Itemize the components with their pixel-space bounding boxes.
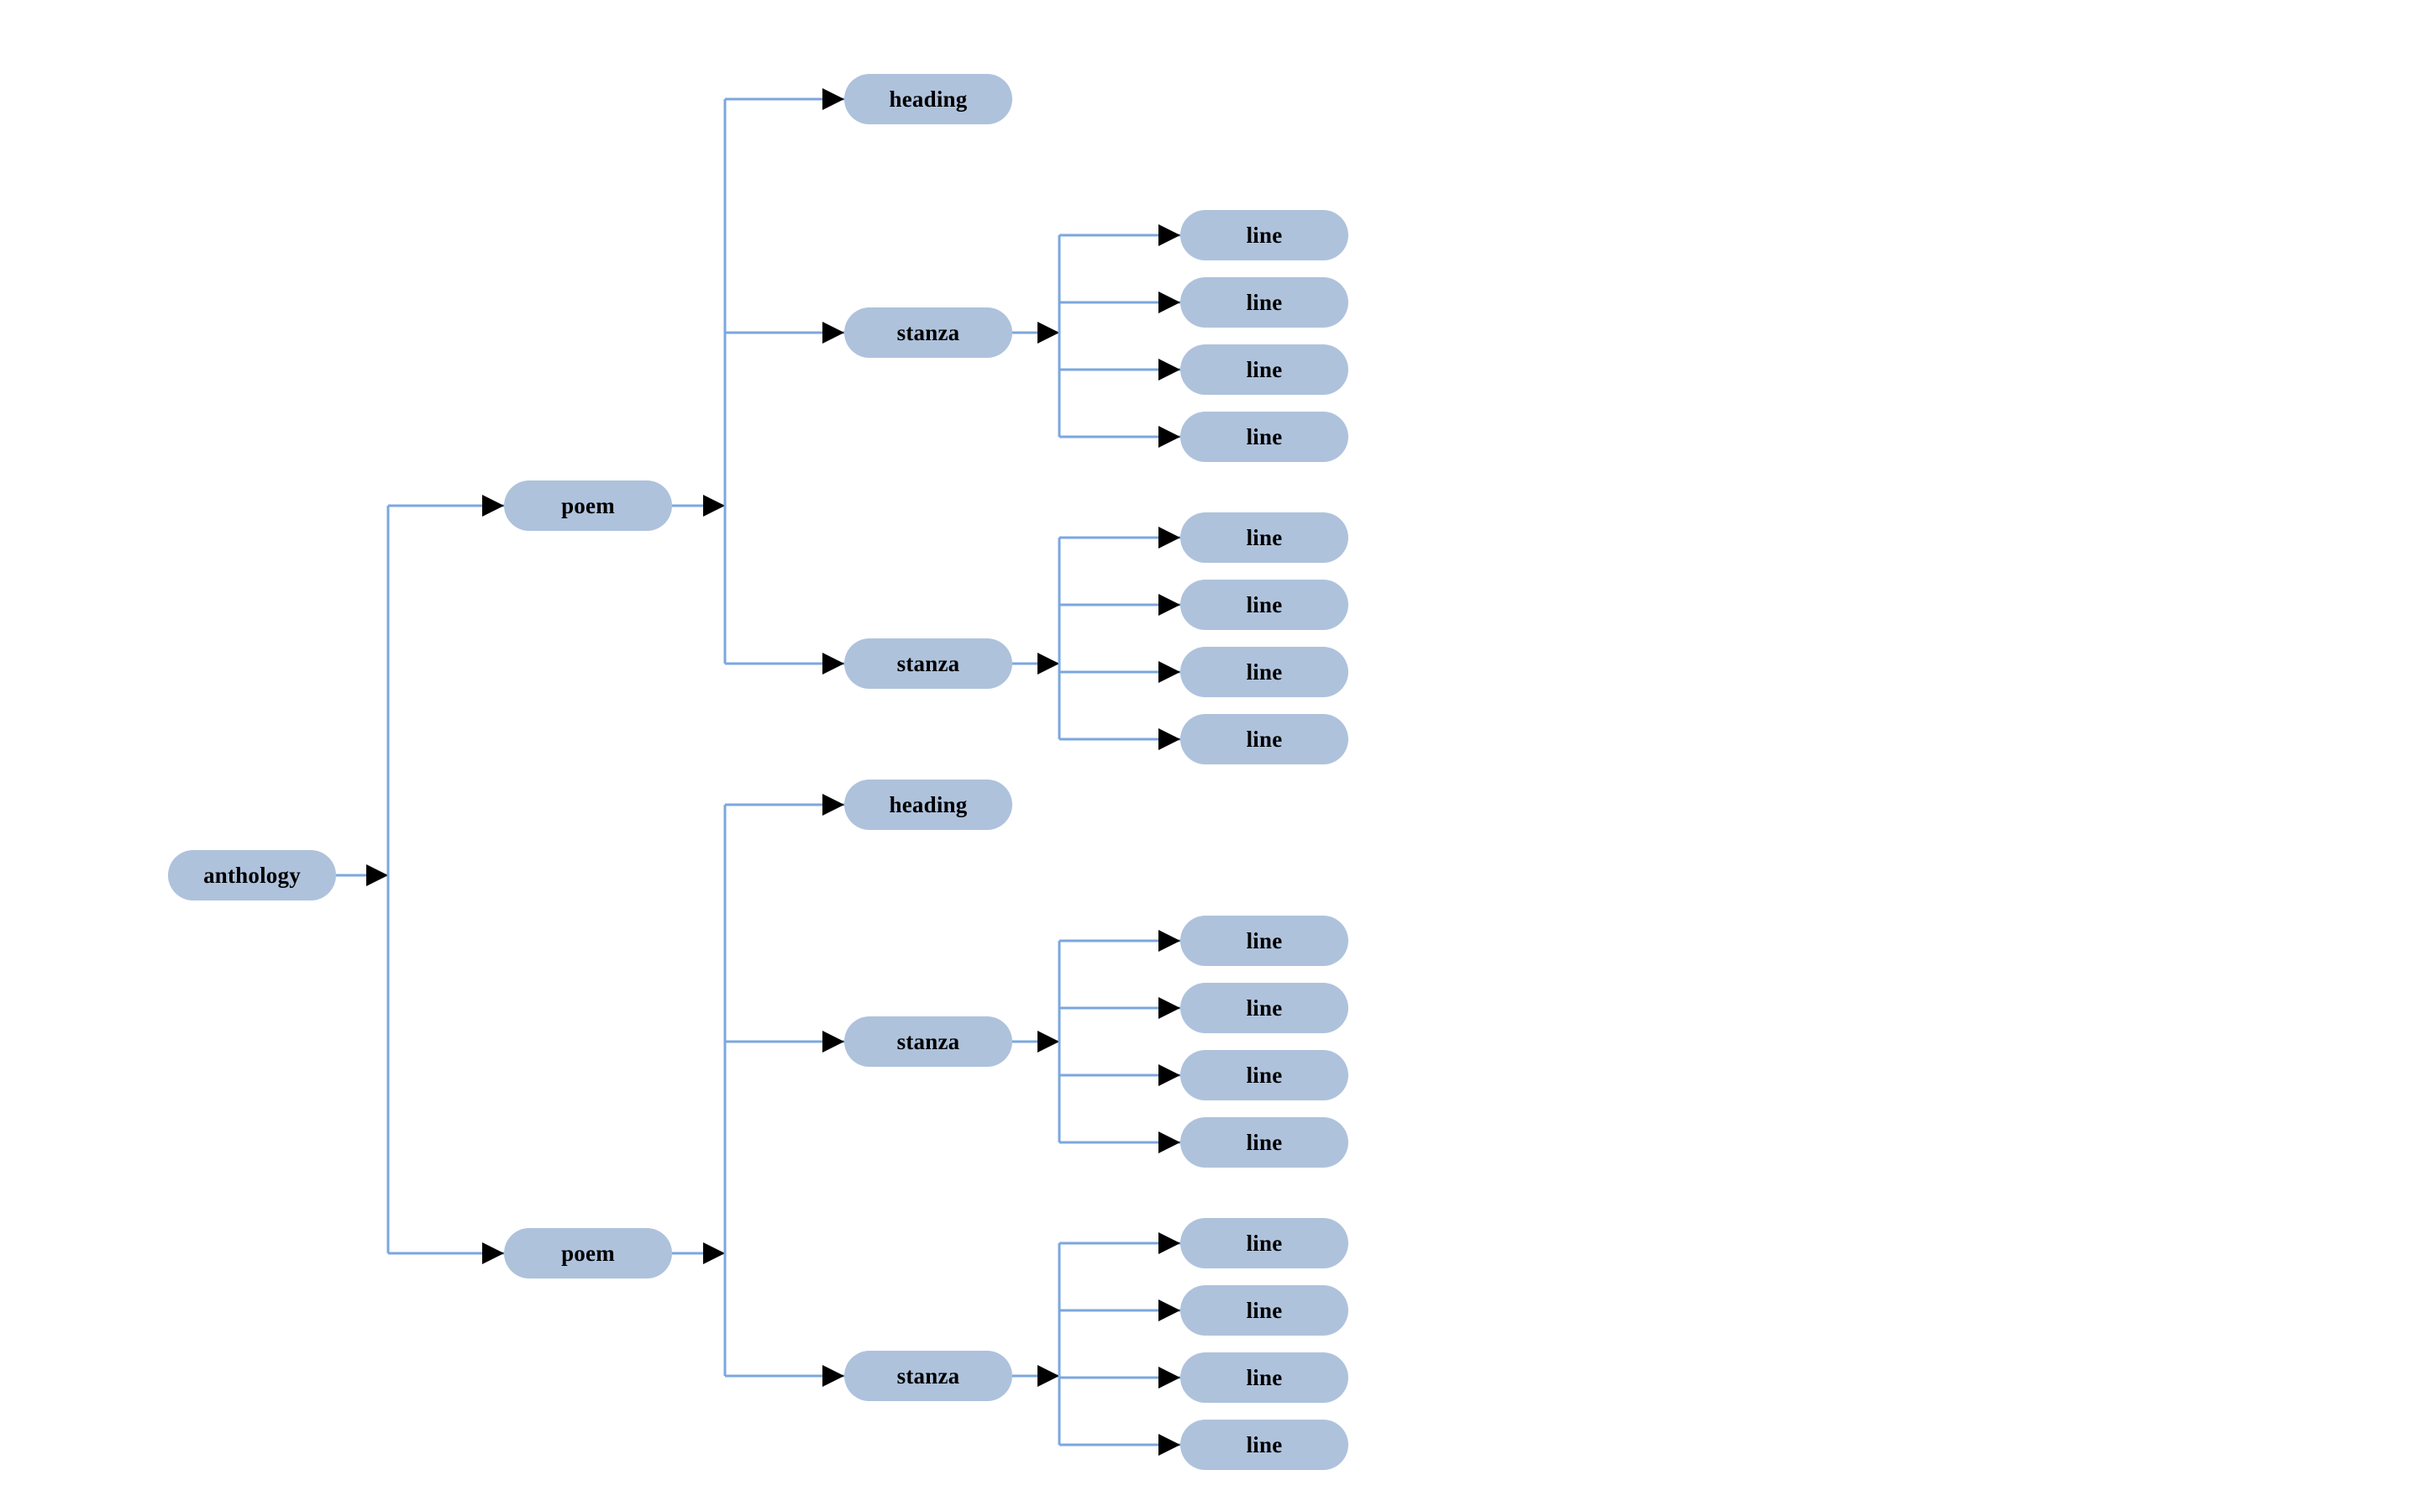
arrowhead-into-bus-poem1-children <box>703 495 725 517</box>
arrowhead-line11 <box>1158 1064 1180 1086</box>
node-label: line <box>1246 995 1283 1021</box>
node-line7[interactable]: line <box>1180 647 1348 697</box>
node-poem2[interactable]: poem <box>504 1228 672 1278</box>
arrowhead-stanza3 <box>822 1031 844 1053</box>
node-label: line <box>1246 1062 1283 1088</box>
node-line4[interactable]: line <box>1180 412 1348 462</box>
node-label: stanza <box>896 319 960 345</box>
arrowhead-poem2 <box>482 1242 504 1264</box>
arrowhead-line5 <box>1158 527 1180 549</box>
node-label: line <box>1246 524 1283 550</box>
node-label: heading <box>889 86 968 112</box>
arrowhead-line4 <box>1158 426 1180 448</box>
node-heading2[interactable]: heading <box>844 780 1012 830</box>
node-line12[interactable]: line <box>1180 1117 1348 1168</box>
node-label: stanza <box>896 1362 960 1389</box>
node-label: line <box>1246 423 1283 449</box>
node-label: line <box>1246 659 1283 685</box>
node-line16[interactable]: line <box>1180 1420 1348 1470</box>
arrowhead-heading1 <box>822 88 844 110</box>
arrowhead-into-bus-poem2-children <box>703 1242 725 1264</box>
node-label: line <box>1246 222 1283 248</box>
arrowhead-stanza4 <box>822 1365 844 1387</box>
node-line15[interactable]: line <box>1180 1352 1348 1403</box>
node-heading1[interactable]: heading <box>844 74 1012 124</box>
node-label: stanza <box>896 1028 960 1054</box>
node-label: line <box>1246 591 1283 617</box>
node-line10[interactable]: line <box>1180 983 1348 1033</box>
node-label: heading <box>889 791 968 817</box>
arrowhead-line6 <box>1158 594 1180 616</box>
node-anthology[interactable]: anthology <box>168 850 336 900</box>
arrowhead-stanza1 <box>822 322 844 344</box>
node-label: poem <box>561 492 615 518</box>
node-stanza2[interactable]: stanza <box>844 638 1012 689</box>
node-poem1[interactable]: poem <box>504 480 672 531</box>
arrowhead-poem1 <box>482 495 504 517</box>
arrowhead-into-bus-anthology-children <box>366 864 388 886</box>
node-label: line <box>1246 289 1283 315</box>
arrowhead-line3 <box>1158 359 1180 381</box>
node-label: line <box>1246 1364 1283 1390</box>
node-label: line <box>1246 927 1283 953</box>
node-label: line <box>1246 1230 1283 1256</box>
arrowhead-line13 <box>1158 1232 1180 1254</box>
node-line2[interactable]: line <box>1180 277 1348 328</box>
node-line14[interactable]: line <box>1180 1285 1348 1336</box>
arrowhead-line16 <box>1158 1434 1180 1456</box>
arrowhead-line10 <box>1158 997 1180 1019</box>
node-label: line <box>1246 356 1283 382</box>
arrowhead-line9 <box>1158 930 1180 952</box>
node-stanza4[interactable]: stanza <box>844 1351 1012 1401</box>
arrowhead-heading2 <box>822 794 844 816</box>
arrowhead-into-bus-stanza2-children <box>1037 653 1059 675</box>
arrowhead-line15 <box>1158 1367 1180 1389</box>
arrowhead-line14 <box>1158 1299 1180 1321</box>
node-label: anthology <box>203 862 301 888</box>
node-label: line <box>1246 1129 1283 1155</box>
node-label: line <box>1246 1297 1283 1323</box>
arrowhead-into-bus-stanza4-children <box>1037 1365 1059 1387</box>
node-line8[interactable]: line <box>1180 714 1348 764</box>
node-label: stanza <box>896 650 960 676</box>
arrowhead-line2 <box>1158 291 1180 313</box>
arrowhead-line1 <box>1158 224 1180 246</box>
arrowhead-into-bus-stanza1-children <box>1037 322 1059 344</box>
node-line5[interactable]: line <box>1180 512 1348 563</box>
arrowhead-line8 <box>1158 728 1180 750</box>
node-line6[interactable]: line <box>1180 580 1348 630</box>
node-stanza1[interactable]: stanza <box>844 307 1012 358</box>
arrowhead-line7 <box>1158 661 1180 683</box>
node-line1[interactable]: line <box>1180 210 1348 260</box>
node-stanza3[interactable]: stanza <box>844 1016 1012 1067</box>
node-line9[interactable]: line <box>1180 916 1348 966</box>
node-label: line <box>1246 1431 1283 1457</box>
node-line13[interactable]: line <box>1180 1218 1348 1268</box>
arrowhead-line12 <box>1158 1131 1180 1153</box>
node-line3[interactable]: line <box>1180 344 1348 395</box>
arrowhead-into-bus-stanza3-children <box>1037 1031 1059 1053</box>
node-line11[interactable]: line <box>1180 1050 1348 1100</box>
node-label: line <box>1246 726 1283 752</box>
node-label: poem <box>561 1240 615 1266</box>
arrowhead-stanza2 <box>822 653 844 675</box>
